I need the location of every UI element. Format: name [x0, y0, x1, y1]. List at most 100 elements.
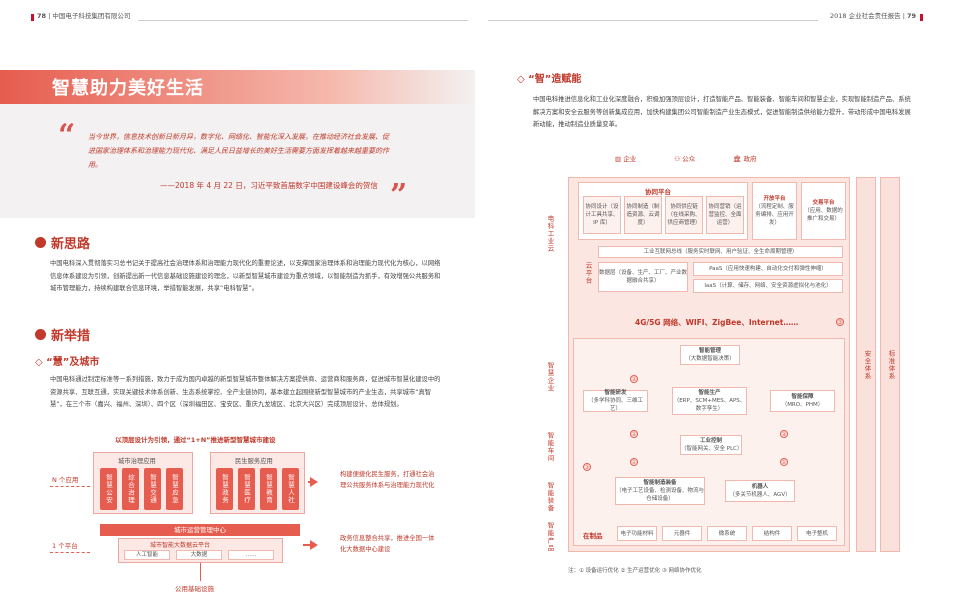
diamond-icon: ◇ — [517, 74, 529, 85]
industrial-control-title: 工业控制 — [699, 438, 722, 444]
banner-title: 智慧助力美好生活 — [52, 78, 204, 99]
platform-item: 大数据 — [176, 550, 222, 560]
quote-source: ——2018 年 4 月 22 日，习近平致首届数字中国建设峰会的贺信 — [160, 181, 378, 190]
industrial-control: 工业控制 （智能网关、安全 PLC） — [680, 435, 742, 455]
standard-system-col — [880, 177, 900, 552]
cloud-label: 云平台 — [584, 262, 592, 285]
government-icon: 🏛 政府 — [733, 155, 757, 163]
platform-title: 城市智能大数据云平台 — [150, 542, 211, 549]
smart-equipment-title: 智能制造装备 — [643, 480, 677, 486]
flow-marker-2: ② — [630, 375, 638, 383]
infra-label: 公用基础设施 — [175, 585, 214, 593]
safety-system-col — [856, 177, 876, 552]
public-label: 公众 — [682, 155, 696, 163]
arrow-shaft — [308, 481, 312, 483]
smart-equipment-sub: （电子工艺设备、检测设备、物流与仓储设备） — [616, 488, 705, 502]
flow-marker-2: ② — [780, 430, 788, 438]
robots-title: 机器人 — [751, 484, 769, 490]
robots: 机器人 （多关节机器人、AGV） — [725, 480, 795, 502]
smart-rd: 智能研发（多学科协同、三维工艺） — [583, 390, 648, 412]
section-bullet-icon — [35, 237, 46, 248]
ops-center: 城市运营管理中心 — [100, 524, 300, 536]
robots-sub: （多关节机器人、AGV） — [729, 492, 791, 498]
flow-marker-3: ③ — [583, 463, 591, 471]
paas-layer: PaaS（应用快速构建、自动化交付和弹性伸缩） — [693, 262, 843, 276]
enterprise-icon: ▥ 企业 — [615, 155, 637, 163]
diagram-footnote: 注：① 设备运行优化 ② 生产运营优化 ③ 网络协作优化 — [568, 568, 702, 574]
open-platform: 开放平台（流程定制、服务编排、应用开发） — [752, 182, 797, 240]
section-new-measures: 新举措 — [35, 325, 90, 344]
product-item: 微系统 — [707, 526, 747, 541]
stakeholder-icons: ▥ 企业 ⚇ 公众 🏛 政府 — [615, 153, 756, 163]
subsection-smart-city: ◇ “慧”及城市 — [35, 353, 99, 368]
government-label: 政府 — [743, 155, 757, 163]
product-item: 元器件 — [662, 526, 702, 541]
platform-item: 人工智能 — [124, 550, 170, 560]
dashed-rule-n — [50, 486, 90, 487]
smart-service-title: 智能保障 — [791, 394, 814, 400]
side-label-products: 智能产品 — [546, 522, 554, 552]
product-item: 结构件 — [752, 526, 792, 541]
collab-item: 协同制造（制造资源、云调度） — [624, 196, 662, 234]
flow-marker-1: ① — [780, 458, 788, 466]
service-app-item: 智慧人社 — [282, 468, 299, 510]
trade-platform: 交易平台 （应用、数据的推广和交易） — [801, 182, 846, 240]
left-org-name: 中国电子科技集团有限公司 — [52, 12, 131, 20]
platform-item: …… — [228, 550, 274, 560]
quote-text: 当今世界，信息技术创新日新月异，数字化、网络化、智能化深入发展，在推动经济社会发… — [88, 133, 389, 169]
smart-production: 智能生产（ERP、SCM+MES、APS、数字孪生） — [672, 387, 747, 415]
header-accent-left — [31, 14, 34, 21]
smart-management-title: 智能管理 — [698, 348, 721, 354]
collab-item: 协同供应链（在线采购、供应商管理） — [665, 196, 703, 234]
section-smart-manufacturing: ◇ “智”造赋能 — [517, 70, 581, 85]
city-app-item: 智慧交通 — [144, 468, 161, 510]
smart-equipment: 智能制造装备 （电子工艺设备、检测设备、物流与仓储设备） — [615, 477, 705, 505]
smart-production-sub: （ERP、SCM+MES、APS、数字孪生） — [673, 398, 746, 412]
product-item: 电子功能材料 — [617, 526, 657, 541]
header-accent-right — [920, 14, 923, 21]
service-app-item: 智慧医疗 — [238, 468, 255, 510]
network-layer: 4G/5G 网络、WIFI、ZigBee、Internet…… — [635, 318, 799, 327]
diagram-note-2: 政务信息整合共享，推进全国一体化大数据中心建设 — [340, 535, 435, 553]
section-new-thinking: 新思路 — [35, 233, 90, 252]
arrow-right-icon — [310, 477, 318, 487]
subsection-title: “慧”及城市 — [46, 357, 100, 368]
service-app-item: 智慧教育 — [260, 468, 277, 510]
side-label-equipment: 智能装备 — [546, 482, 554, 512]
left-page-number: 78 — [37, 12, 47, 20]
right-page-number: 79 — [906, 12, 916, 20]
smart-service: 智能保障（MRO、PHM） — [770, 390, 835, 412]
section-new-thinking-body: 中国电科深入贯彻落实习总书记关于提高社会治理体系和治理能力现代化的重要论述，以支… — [50, 260, 441, 292]
banner-title-band: 智慧助力美好生活 — [0, 70, 475, 104]
open-quote-icon: “ — [58, 118, 76, 153]
arrow-shaft — [303, 544, 312, 546]
public-service-title: 民生服务应用 — [235, 458, 273, 465]
right-report-name: 2018 企业社会责任报告 — [830, 12, 901, 20]
products-label: 在制品 — [583, 532, 603, 540]
one-platform-label: 1 个平台 — [52, 542, 78, 550]
smart-management: 智能管理 （大数据智能决策） — [680, 345, 740, 365]
flow-marker-1: ① — [630, 458, 638, 466]
flow-marker-2: ② — [630, 430, 638, 438]
industrial-control-sub: （智能网关、安全 PLC） — [681, 446, 743, 452]
dashed-rule-one — [50, 552, 90, 553]
trade-platform-items: （应用、数据的推广和交易） — [804, 208, 843, 222]
section-title: 新举措 — [51, 329, 91, 344]
collab-platform-title: 协同平台 — [645, 188, 671, 196]
iaas-layer: IaaS（计算、储存、网络、安全资源虚拟化与池化） — [693, 279, 843, 293]
smart-rd-sub: （多学科协同、三维工艺） — [587, 398, 643, 412]
standard-system-label: 标准体系 — [887, 350, 895, 380]
smart-management-sub: （大数据智能决策） — [685, 356, 735, 362]
open-platform-title: 开放平台 — [763, 196, 786, 202]
side-label-cloud: 电科工业云 — [546, 215, 554, 253]
side-label-workshop: 智能车间 — [546, 432, 554, 462]
section-title: 新思路 — [51, 237, 91, 252]
trade-platform-title: 交易平台 — [812, 200, 835, 206]
flow-marker-3: ③ — [836, 318, 844, 326]
left-page-header: 78 | 中国电子科技集团有限公司 — [37, 12, 131, 20]
data-layer: 数据层（设备、生产、工厂、产业数据融合共享） — [598, 262, 688, 292]
collab-item: 协同设计（设计工具共享、IP 库） — [583, 196, 621, 234]
smart-manufacturing-body: 中国电科推进信息化和工业化深度融合，积极加强顶层设计，打造智能产品、智能装备、智… — [533, 96, 911, 128]
section-bullet-icon — [35, 329, 46, 340]
collab-item: 协同营销（运营监控、全面运营） — [706, 196, 744, 234]
